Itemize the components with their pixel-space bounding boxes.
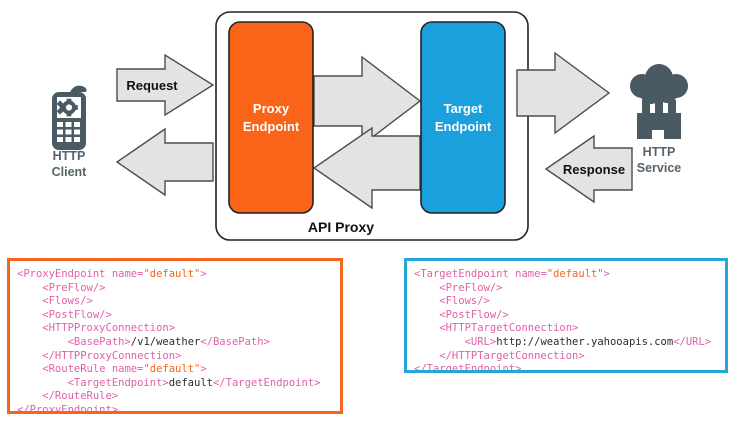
code-line: <TargetEndpoint>default</TargetEndpoint> — [17, 377, 340, 391]
code-line: <BasePath>/v1/weather</BasePath> — [17, 336, 340, 350]
target-endpoint-box[interactable] — [420, 21, 506, 214]
code-token-attr: name= — [515, 268, 547, 280]
code-token-tag: > — [200, 268, 207, 280]
code-line: <PreFlow/> — [414, 282, 725, 296]
api-proxy-container-label: API Proxy — [308, 219, 374, 235]
code-line: <HTTPProxyConnection> — [17, 322, 340, 336]
code-line: </TargetEndpoint> — [414, 363, 725, 373]
code-token-tag: </ProxyEndpoint> — [17, 403, 119, 414]
code-token-attr: name= — [111, 268, 144, 280]
code-token-tag: </TargetEndpoint> — [212, 376, 321, 389]
mobile-phone-gear-icon — [52, 85, 87, 150]
code-token-tag: <BasePath> — [17, 335, 131, 348]
code-line: </ProxyEndpoint> — [17, 403, 340, 414]
target-to-proxy-arrow — [312, 126, 421, 210]
code-token-tag: <ProxyEndpoint — [17, 268, 112, 280]
code-line: <HTTPTargetConnection> — [414, 322, 725, 336]
code-token-tag: </RouteRule> — [17, 390, 119, 403]
code-token-val: "default" — [143, 268, 201, 280]
code-token-tag: <Flows/> — [414, 295, 490, 308]
http-client-label-line1: HTTP — [53, 149, 86, 163]
code-token-tag: <PostFlow/> — [17, 308, 112, 321]
code-line: </HTTPProxyConnection> — [17, 350, 340, 364]
proxy-endpoint-label-line1: Proxy — [253, 101, 290, 116]
code-token-tag: <URL> — [414, 335, 497, 348]
proxy-to-client-arrow — [115, 127, 214, 197]
code-token-tag: <HTTPTargetConnection> — [414, 322, 579, 335]
proxy-endpoint-code-block: <ProxyEndpoint name="default"> <PreFlow/… — [7, 258, 343, 414]
proxy-endpoint-box[interactable] — [228, 21, 314, 214]
http-client-label-line2: Client — [52, 165, 88, 179]
code-token-val: "default" — [143, 363, 201, 376]
code-line: <ProxyEndpoint name="default"> — [17, 268, 340, 282]
target-endpoint-label-line1: Target — [444, 101, 483, 116]
proxy-to-target-arrow — [313, 55, 422, 147]
code-token-txt: http://weather.yahooapis.com — [496, 335, 674, 348]
http-service-label-line1: HTTP — [643, 145, 676, 159]
code-line: <PostFlow/> — [414, 309, 725, 323]
code-token-tag: <PreFlow/> — [414, 281, 503, 294]
code-token-txt: default — [168, 376, 213, 389]
code-line: <RouteRule name="default"> — [17, 363, 340, 377]
code-line: </RouteRule> — [17, 390, 340, 404]
service-to-target-arrow — [544, 134, 633, 204]
cloud-factory-icon — [630, 64, 688, 139]
code-token-tag: </HTTPTargetConnection> — [414, 349, 585, 362]
code-token-tag: </HTTPProxyConnection> — [17, 349, 182, 362]
code-line: <Flows/> — [414, 295, 725, 309]
code-token-tag: <TargetEndpoint> — [17, 376, 169, 389]
http-service-label-line2: Service — [637, 161, 682, 175]
code-token-tag: </TargetEndpoint> — [414, 363, 522, 373]
code-line: <PostFlow/> — [17, 309, 340, 323]
code-line: <URL>http://weather.yahooapis.com</URL> — [414, 336, 725, 350]
code-token-tag: > — [603, 268, 610, 280]
code-token-tag: <TargetEndpoint — [414, 268, 516, 280]
code-line: <TargetEndpoint name="default"> — [414, 268, 725, 282]
code-line: <Flows/> — [17, 295, 340, 309]
code-line: </HTTPTargetConnection> — [414, 350, 725, 364]
code-token-txt: /v1/weather — [130, 335, 201, 348]
target-to-service-arrow — [516, 51, 611, 135]
code-token-tag: <PostFlow/> — [414, 308, 509, 321]
code-token-tag: > — [200, 363, 207, 376]
code-token-tag: <RouteRule — [17, 363, 112, 376]
code-token-tag: <PreFlow/> — [17, 281, 106, 294]
target-endpoint-code-block: <TargetEndpoint name="default"> <PreFlow… — [404, 258, 728, 373]
code-token-attr: name= — [111, 363, 144, 376]
api-proxy-flow-diagram: HTTP Client HTTP Service — [52, 11, 688, 241]
code-token-tag: </BasePath> — [200, 335, 270, 348]
code-line: <PreFlow/> — [17, 282, 340, 296]
response-arrow-label: Response — [563, 162, 625, 177]
code-token-val: "default" — [546, 268, 604, 280]
request-arrow-label: Request — [126, 78, 178, 93]
proxy-endpoint-label-line2: Endpoint — [243, 119, 300, 134]
code-token-tag: <HTTPProxyConnection> — [17, 322, 176, 335]
request-arrow — [116, 53, 215, 117]
target-endpoint-label-line2: Endpoint — [435, 119, 492, 134]
code-token-tag: <Flows/> — [17, 295, 93, 308]
code-token-tag: </URL> — [673, 335, 712, 348]
